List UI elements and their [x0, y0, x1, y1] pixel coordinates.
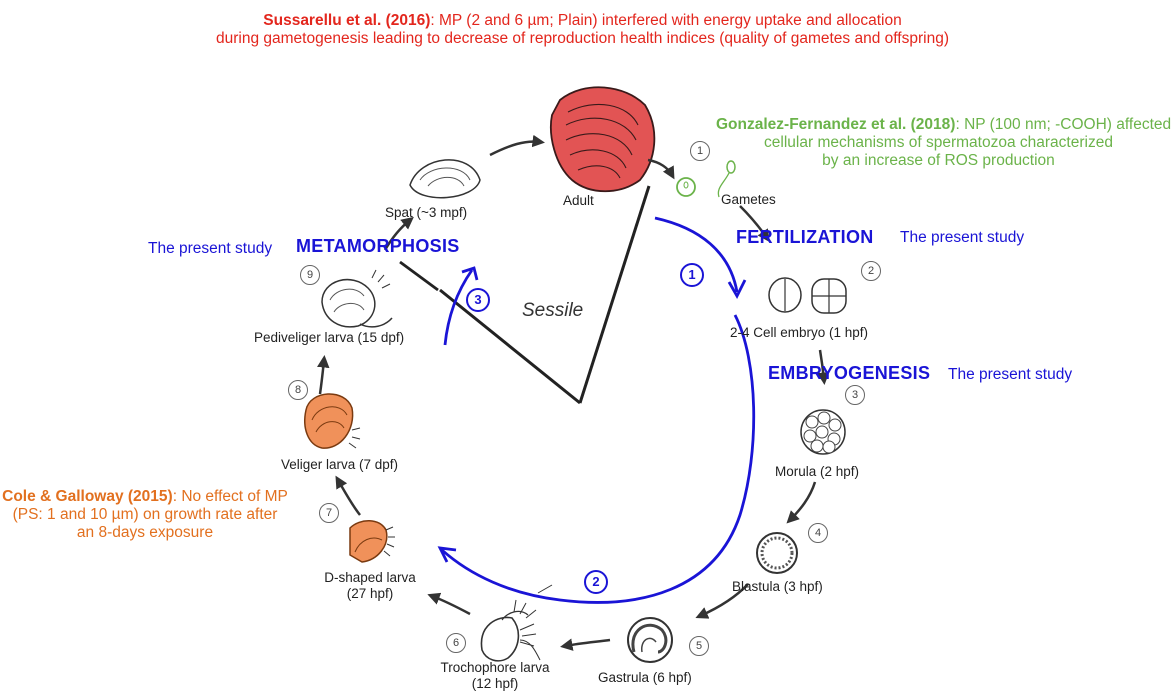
gametes-label: Gametes [721, 192, 776, 207]
present-study-embryogenesis: The present study [948, 366, 1073, 383]
spat-label: Spat (~3 mpf) [385, 205, 468, 220]
gonzalez-reference: Gonzalez-Fernandez et al. (2018): NP (10… [716, 116, 1171, 169]
morula-label: Morula (2 hpf) [775, 464, 860, 479]
sussarellu-reference: Sussarellu et al. (2016): MP (2 and 6 µm… [216, 12, 949, 47]
veliger-larva-illustration [304, 393, 361, 449]
pediveliger-illustration [321, 269, 393, 328]
cell-embryo-label: 2-4 Cell embryo (1 hpf) [730, 325, 869, 340]
stage-number-6: 6 [446, 633, 466, 653]
stage-number-5: 5 [689, 636, 709, 656]
sessile-divider-extension [399, 260, 439, 292]
exposure-marker-2: 2 [584, 570, 608, 594]
trochophore-pointer [537, 584, 553, 594]
cycle-arrows [317, 134, 830, 651]
present-study-fertilization: The present study [900, 229, 1025, 246]
veliger-label: Veliger larva (7 dpf) [281, 457, 399, 472]
cell-embryo-illustration [768, 277, 847, 314]
present-study-metamorphosis: The present study [148, 240, 273, 257]
trochophore-illustration [480, 599, 541, 662]
exposure-marker-1: 1 [680, 263, 704, 287]
trochophore-label: Trochophore larva(12 hpf) [440, 660, 550, 691]
gastrula-illustration [627, 617, 673, 663]
d-shaped-label: D-shaped larva(27 hpf) [324, 570, 416, 601]
adult-oyster-illustration [550, 86, 656, 193]
stage-number-2: 2 [861, 261, 881, 281]
cole-reference: Cole & Galloway (2015): No effect of MP … [2, 488, 288, 541]
adult-label: Adult [563, 193, 594, 208]
exposure-arrows [437, 216, 756, 604]
stage-number-7: 7 [319, 503, 339, 523]
sessile-divider [439, 185, 651, 405]
stage-number-3: 3 [845, 385, 865, 405]
blastula-label: Blastula (3 hpf) [732, 579, 823, 594]
stage-number-8: 8 [288, 380, 308, 400]
spat-illustration [409, 159, 481, 199]
morula-illustration [800, 409, 846, 455]
exposure-marker-3: 3 [466, 288, 490, 312]
gastrula-label: Gastrula (6 hpf) [598, 670, 692, 685]
stage-number-9: 9 [300, 265, 320, 285]
gametes-illustration [676, 160, 736, 198]
sessile-label: Sessile [522, 300, 584, 321]
blastula-illustration [756, 532, 798, 574]
pediveliger-label: Pediveliger larva (15 dpf) [254, 330, 405, 345]
embryogenesis-label: EMBRYOGENESIS [768, 363, 931, 383]
stage-number-4: 4 [808, 523, 828, 543]
fertilization-label: FERTILIZATION [736, 227, 874, 247]
d-shaped-larva-illustration [349, 520, 395, 563]
metamorphosis-label: METAMORPHOSIS [296, 236, 460, 256]
stage-number-1: 1 [690, 141, 710, 161]
